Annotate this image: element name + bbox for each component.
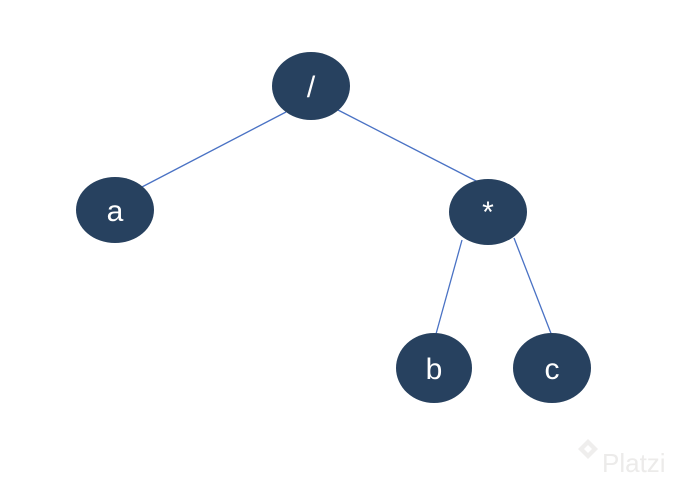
tree-node-a: a bbox=[76, 177, 154, 243]
edge-mul-c bbox=[513, 237, 553, 337]
tree-node-mul: * bbox=[449, 179, 527, 245]
node-label-c: c bbox=[545, 353, 560, 386]
node-label-b: b bbox=[426, 353, 443, 386]
edge-root-mul bbox=[337, 109, 483, 185]
edges bbox=[139, 109, 553, 337]
node-shape bbox=[76, 177, 154, 243]
node-label-mul: * bbox=[482, 196, 494, 229]
node-shape bbox=[396, 333, 472, 403]
node-label-root: / bbox=[307, 71, 316, 104]
node-shape bbox=[449, 179, 527, 245]
platzi-logo-icon bbox=[578, 439, 598, 459]
edge-mul-b bbox=[435, 239, 463, 335]
watermark-text: Platzi bbox=[602, 448, 666, 478]
platzi-watermark: Platzi bbox=[578, 439, 666, 478]
node-label-a: a bbox=[107, 195, 124, 228]
tree-node-c: c bbox=[513, 333, 591, 403]
node-shape bbox=[513, 333, 591, 403]
node-shape bbox=[272, 52, 350, 120]
tree-node-b: b bbox=[396, 333, 472, 403]
edge-root-a bbox=[139, 111, 287, 189]
tree-node-root: / bbox=[272, 52, 350, 120]
